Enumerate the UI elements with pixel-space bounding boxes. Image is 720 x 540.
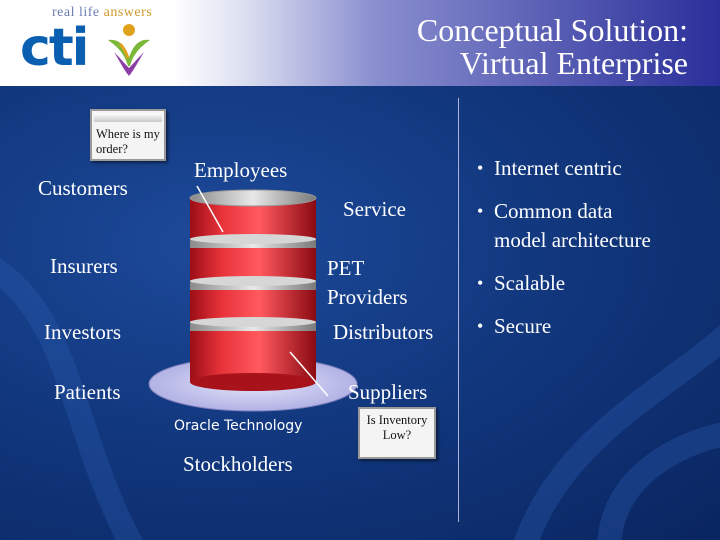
order-callout-line1: Where is my: [96, 127, 160, 141]
suppliers-connector-line: [289, 351, 329, 397]
label-insurers: Insurers: [50, 254, 118, 278]
inventory-callout-line2: Low?: [382, 428, 412, 442]
cti-logo-text: cti: [20, 18, 90, 78]
label-patients: Patients: [54, 380, 121, 404]
bullet-common-data-model-line1: Common data: [494, 199, 613, 223]
label-suppliers: Suppliers: [348, 380, 428, 404]
label-oracle-technology: Oracle Technology: [174, 418, 303, 434]
label-employees: Employees: [194, 158, 288, 182]
bullet-internet-centric: Internet centric: [474, 154, 622, 183]
cylinder-top: [189, 189, 317, 207]
inventory-callout: Is Inventory Low?: [358, 407, 436, 459]
label-pet-providers-line1: PET: [327, 256, 365, 280]
label-service: Service: [343, 197, 406, 221]
label-stockholders: Stockholders: [183, 452, 293, 476]
slide-title-line1: Conceptual Solution:: [416, 12, 688, 48]
bullet-common-data-model: Common data model architecture: [474, 197, 651, 255]
vertical-divider: [458, 98, 459, 522]
bullet-common-data-model-line2: model architecture: [494, 228, 651, 252]
order-status-callout: Where is my order?: [90, 109, 166, 161]
order-callout-line2: order?: [96, 142, 128, 156]
slide-title-line2: Virtual Enterprise: [459, 45, 688, 81]
slide-title: Conceptual Solution: Virtual Enterprise: [417, 14, 688, 80]
label-distributors: Distributors: [333, 320, 434, 344]
label-pet-providers-line2: Providers: [327, 285, 408, 309]
employees-connector-line: [196, 185, 224, 233]
cti-logo-mark-icon: [108, 24, 150, 76]
bullet-scalable: Scalable: [474, 269, 565, 298]
cylinder-bottom-cap: [190, 373, 316, 391]
label-pet-providers: PET Providers: [327, 254, 408, 312]
label-investors: Investors: [44, 320, 121, 344]
logo-tagline: real life answers: [52, 5, 153, 20]
label-customers: Customers: [38, 176, 128, 200]
header-band: real life answers cti Conceptual Solutio…: [0, 0, 720, 86]
inventory-callout-line1: Is Inventory: [366, 413, 428, 427]
bullet-secure: Secure: [474, 312, 551, 341]
